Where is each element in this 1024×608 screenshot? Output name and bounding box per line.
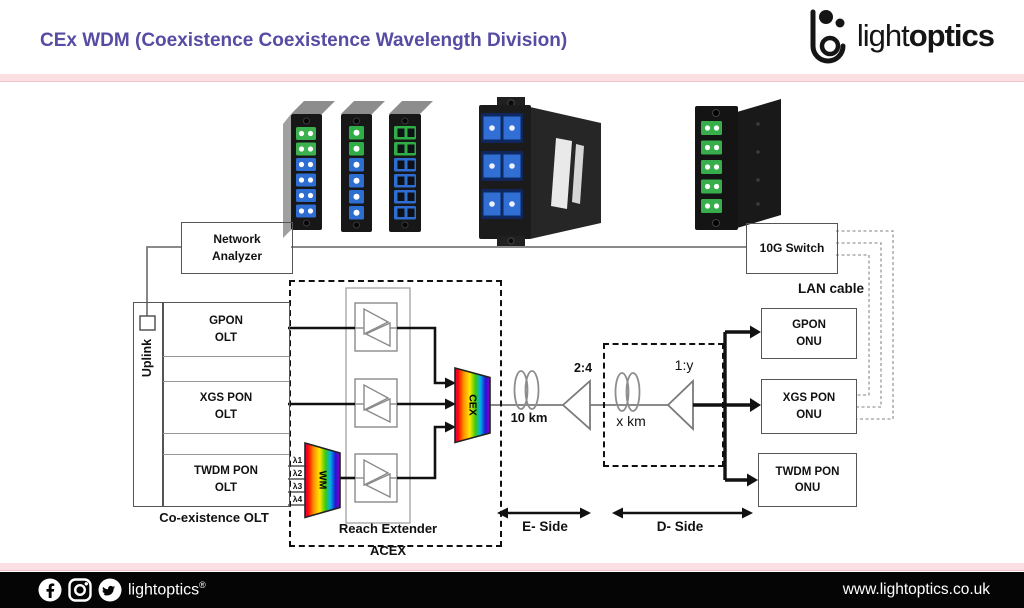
analyzer-links — [146, 246, 746, 316]
header-divider — [0, 74, 1024, 82]
switch-10g-box: 10G Switch — [746, 223, 838, 274]
lightoptics-logo-text: lightoptics — [856, 18, 995, 53]
d-side-label: D- Side — [656, 519, 704, 534]
lambda2-label: λ2 — [292, 467, 303, 478]
wm-label: WM — [317, 471, 329, 490]
uplink-label: Uplink — [140, 338, 154, 378]
wm-mux — [304, 441, 341, 519]
olt-feed-lines — [288, 326, 445, 480]
co-existence-olt-label: Co-existence OLT — [159, 510, 269, 525]
lan-cable-lines — [836, 230, 894, 420]
onu-arrowheads — [747, 325, 761, 487]
lan-cable-label: LAN cable — [797, 281, 865, 296]
product-photo-cassette — [479, 97, 601, 246]
lambda4-label: λ4 — [292, 493, 303, 504]
splitter-1-y-label: 1:y — [674, 357, 694, 373]
olt-divider — [163, 433, 289, 434]
lambda1-label: λ1 — [292, 454, 303, 465]
social-icons — [38, 578, 122, 602]
side-span-arrowheads — [497, 507, 753, 519]
lambda3-label: λ3 — [292, 480, 303, 491]
twitter-icon[interactable] — [98, 578, 122, 602]
cex-mux — [454, 366, 491, 444]
acex-label: ACEX — [369, 543, 407, 558]
uplink-port-square — [139, 315, 156, 331]
uplink-box — [133, 302, 164, 507]
olt-divider — [163, 356, 289, 357]
cex-label: CEX — [467, 394, 479, 416]
amp-container-box — [345, 287, 411, 524]
footer-brand[interactable]: lightoptics® — [128, 580, 206, 599]
olt-stack-box: GPON OLT XGS PON OLT TWDM PON OLT — [162, 302, 290, 507]
splitter-symbols — [561, 378, 694, 432]
olt-divider — [163, 381, 289, 382]
network-analyzer-box: Network Analyzer — [181, 222, 293, 274]
product-photo-lc-modules — [283, 101, 433, 238]
product-photo-green-module — [695, 99, 781, 230]
olt-divider — [163, 454, 289, 455]
footer-website-link[interactable]: www.lightoptics.co.uk — [842, 581, 990, 598]
reach-extender-dashed-box — [289, 280, 502, 547]
splitter-2-4-label: 2:4 — [573, 361, 593, 375]
fiber-coils — [513, 370, 641, 412]
e-side-label: E- Side — [522, 519, 568, 534]
lightoptics-logo: lightoptics — [805, 8, 995, 64]
fiber-10km-label: 10 km — [510, 410, 548, 425]
xgs-pon-onu-box: XGS PON ONU — [761, 379, 857, 434]
footer-divider — [0, 563, 1024, 571]
lightoptics-logo-icon — [810, 9, 846, 64]
mux-trapezoids: WM CEX — [304, 366, 491, 519]
onu-feed-lines — [693, 330, 750, 482]
footer-bar: lightoptics® www.lightoptics.co.uk — [0, 572, 1024, 608]
twdm-pon-olt: TWDM PON OLT — [194, 465, 258, 494]
splitter-2-4 — [561, 378, 591, 432]
facebook-icon[interactable] — [38, 578, 62, 602]
twdm-pon-onu-box: TWDM PON ONU — [758, 453, 857, 507]
optical-amplifiers — [354, 302, 398, 503]
reach-extender-label: Reach Extender — [338, 521, 438, 536]
cex-input-arrowheads — [445, 377, 456, 433]
gpon-olt: GPON OLT — [209, 314, 243, 344]
instagram-icon[interactable] — [68, 578, 92, 602]
xgs-pon-olt: XGS PON OLT — [199, 392, 253, 421]
registered-mark: ® — [199, 580, 206, 591]
page-title: CEx WDM (Coexistence Coexistence Wavelen… — [40, 30, 568, 51]
fiber-xkm-label: x km — [616, 413, 646, 429]
distribution-dashed-box — [603, 343, 724, 467]
gpon-onu-box: GPON ONU — [761, 308, 857, 359]
